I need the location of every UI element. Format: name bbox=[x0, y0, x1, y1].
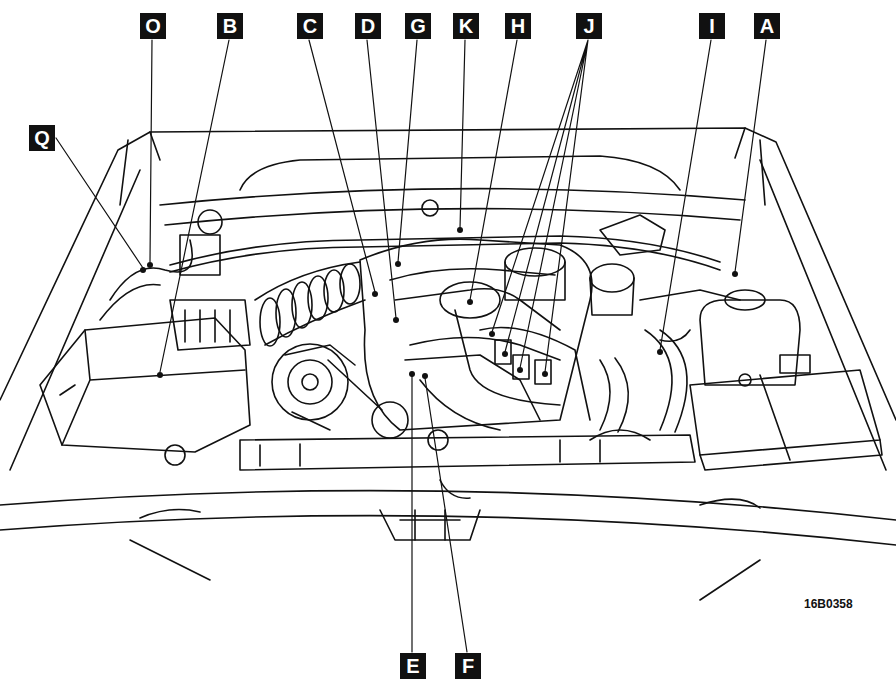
callout-letter: D bbox=[361, 16, 375, 36]
callout-letter: A bbox=[760, 16, 774, 36]
callout-letter: F bbox=[462, 656, 474, 676]
callout-box: O bbox=[140, 13, 166, 39]
callout-box: A bbox=[754, 13, 780, 39]
callout-box: B bbox=[217, 13, 243, 39]
callout-box: C bbox=[297, 13, 323, 39]
figure-number: 16B0358 bbox=[803, 597, 854, 611]
callout-box: F bbox=[455, 653, 481, 679]
callout-box: Q bbox=[29, 125, 55, 151]
callout-box: E bbox=[400, 653, 426, 679]
callout-box: K bbox=[453, 13, 479, 39]
callout-letter: O bbox=[145, 16, 161, 36]
callout-letter: Q bbox=[34, 128, 50, 148]
callout-letter: G bbox=[410, 16, 426, 36]
callout-letter: J bbox=[583, 16, 594, 36]
callout-letter: B bbox=[223, 16, 237, 36]
callout-box: D bbox=[355, 13, 381, 39]
callout-letter: I bbox=[709, 16, 715, 36]
callout-letter: E bbox=[406, 656, 419, 676]
callout-box: H bbox=[505, 13, 531, 39]
callout-box: G bbox=[405, 13, 431, 39]
callout-letter: C bbox=[303, 16, 317, 36]
callout-letter: K bbox=[459, 16, 473, 36]
callout-box: J bbox=[576, 13, 602, 39]
callout-box: I bbox=[699, 13, 725, 39]
callout-letter: H bbox=[511, 16, 525, 36]
